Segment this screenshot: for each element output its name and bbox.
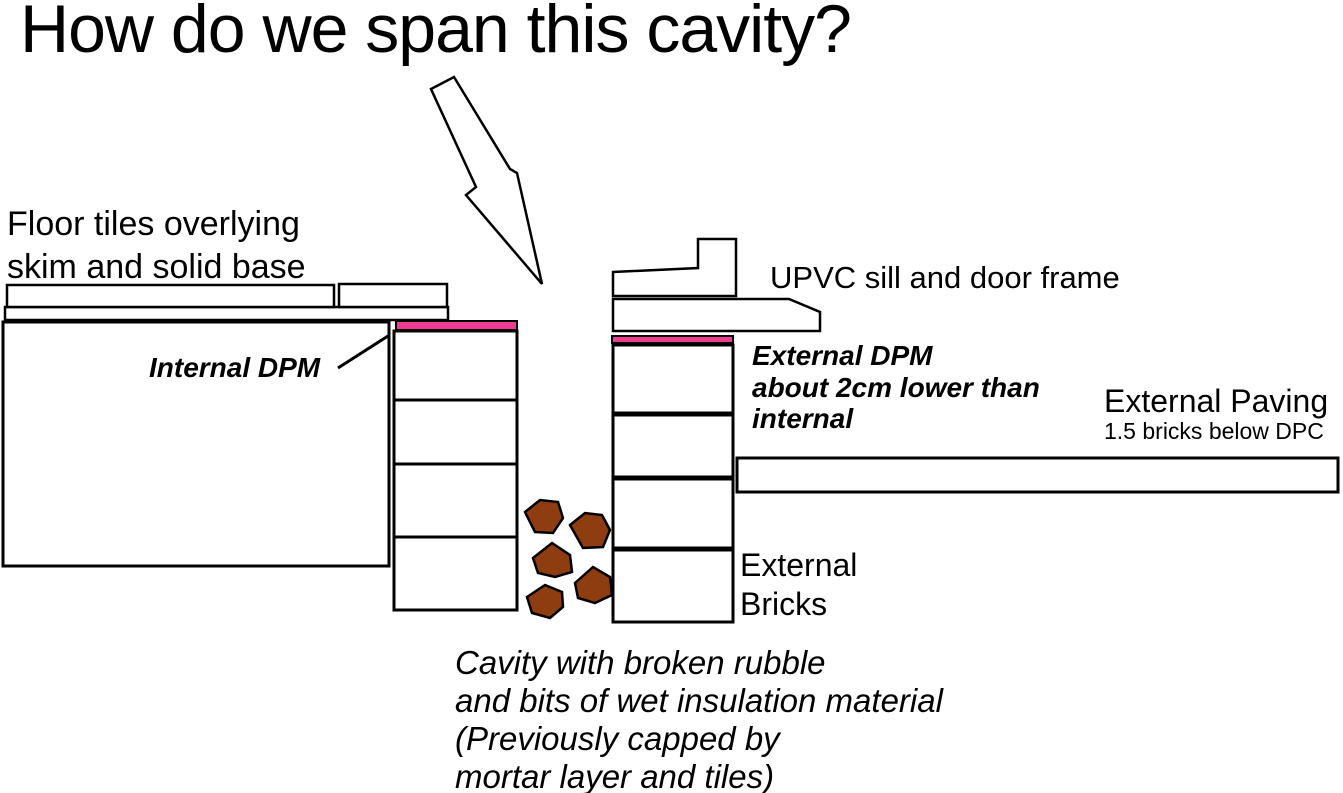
skim-layer [3, 305, 450, 322]
external-bricks-label: External Bricks [740, 547, 858, 622]
external-dpm-label: External DPM about 2cm lower than intern… [752, 340, 1040, 434]
diagram-title: How do we span this cavity? [20, 0, 852, 67]
inner-leaf-brick [392, 462, 519, 539]
external-dpm-strip [611, 335, 734, 344]
internal-dpm-leader-line [337, 334, 389, 370]
internal-dpm-strip [395, 320, 518, 331]
rubble-piece [525, 583, 565, 620]
upvc-sill [611, 297, 822, 333]
floor-tiles-label: Floor tiles overlying skim and solid bas… [7, 205, 306, 286]
upvc-sill-label: UPVC sill and door frame [770, 260, 1120, 295]
rubble-piece [568, 511, 612, 550]
inner-leaf-brick [392, 535, 519, 612]
outer-leaf-brick [611, 343, 735, 415]
outer-leaf-brick [611, 477, 735, 550]
solid-base [1, 320, 391, 568]
inner-leaf-brick [392, 329, 519, 402]
outer-leaf-brick [611, 548, 735, 624]
rubble-piece [531, 541, 574, 579]
floor-tile-left [5, 283, 336, 309]
floor-tile-right [337, 282, 449, 309]
internal-dpm-label: Internal DPM [149, 352, 321, 383]
rubble-piece [573, 565, 614, 605]
external-paving-sublabel: 1.5 bricks below DPC [1104, 418, 1324, 444]
upvc-door-frame [611, 237, 738, 298]
rubble-piece [523, 498, 565, 535]
cavity-note-label: Cavity with broken rubble and bits of we… [455, 644, 943, 793]
cavity-pointer-arrow [429, 75, 544, 285]
outer-leaf-brick [611, 413, 735, 479]
external-paving-label: External Paving [1104, 383, 1329, 419]
inner-leaf-brick [392, 398, 519, 466]
external-paving-slab [735, 456, 1340, 494]
